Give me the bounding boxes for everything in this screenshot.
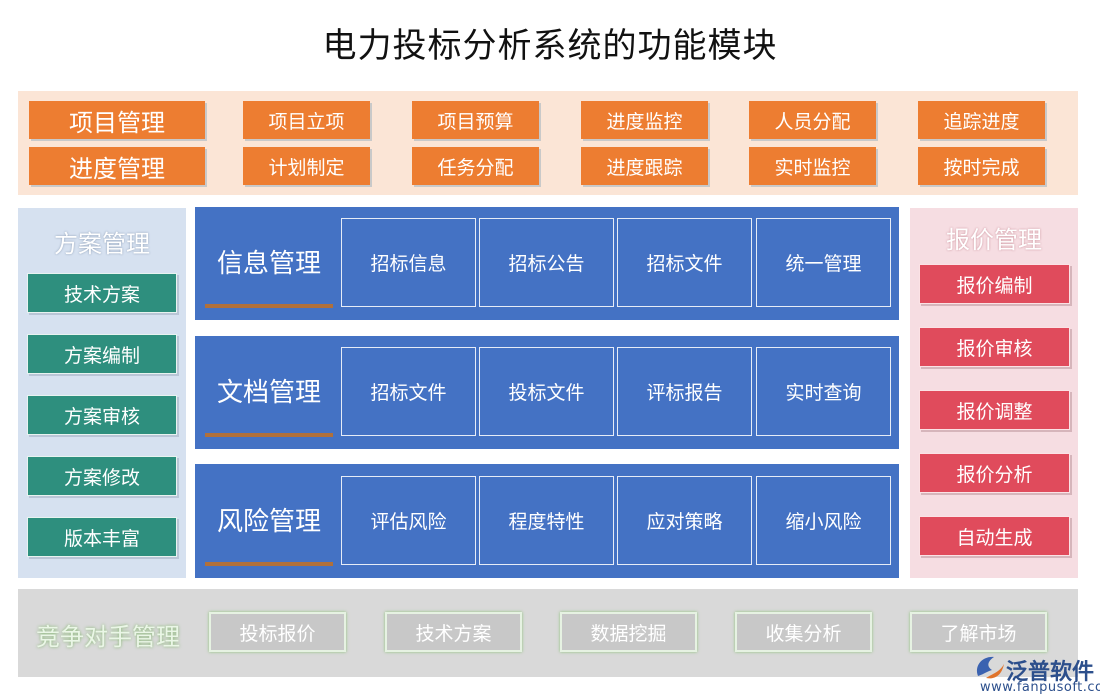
center-row-risk [195, 464, 899, 578]
left-item[interactable]: 方案编制 [27, 334, 177, 374]
center-cell[interactable]: 统一管理 [756, 218, 891, 307]
bottom-item[interactable]: 数据挖掘 [560, 612, 697, 652]
right-item[interactable]: 自动生成 [919, 516, 1070, 556]
center-cell[interactable]: 实时查询 [756, 347, 891, 436]
brand-logo: 泛普软件 www.fanpusoft.com [968, 652, 1100, 698]
bottom-item[interactable]: 收集分析 [735, 612, 872, 652]
left-item[interactable]: 技术方案 [27, 273, 177, 313]
logo-name: 泛普软件 [1006, 660, 1095, 685]
center-cell[interactable]: 评估风险 [341, 476, 476, 565]
center-cell[interactable]: 应对策略 [617, 476, 752, 565]
bottom-item[interactable]: 了解市场 [910, 612, 1047, 652]
module-progress-management[interactable]: 进度管理 [29, 147, 205, 185]
top-item[interactable]: 实时监控 [749, 147, 876, 185]
top-item[interactable]: 任务分配 [412, 147, 539, 185]
top-item[interactable]: 追踪进度 [918, 101, 1045, 139]
page-title: 电力投标分析系统的功能模块 [322, 26, 778, 66]
row-label-info[interactable]: 信息管理 [205, 218, 333, 308]
center-cell[interactable]: 评标报告 [617, 347, 752, 436]
module-project-management[interactable]: 项目管理 [29, 101, 205, 139]
center-cell[interactable]: 缩小风险 [756, 476, 891, 565]
left-panel-title: 方案管理 [54, 230, 150, 258]
top-item[interactable]: 进度跟踪 [581, 147, 708, 185]
left-item[interactable]: 版本丰富 [27, 517, 177, 557]
top-item[interactable]: 项目预算 [412, 101, 539, 139]
right-panel-title: 报价管理 [946, 226, 1042, 254]
left-panel [18, 208, 186, 578]
top-item[interactable]: 进度监控 [581, 101, 708, 139]
right-item[interactable]: 报价审核 [919, 327, 1070, 367]
left-item[interactable]: 方案修改 [27, 456, 177, 496]
center-row-doc [195, 336, 899, 449]
center-cell[interactable]: 招标公告 [479, 218, 614, 307]
center-cell[interactable]: 程度特性 [479, 476, 614, 565]
center-row-info [195, 207, 899, 320]
right-item[interactable]: 报价调整 [919, 390, 1070, 430]
right-item[interactable]: 报价编制 [919, 264, 1070, 304]
left-item[interactable]: 方案审核 [27, 395, 177, 435]
row-label-doc[interactable]: 文档管理 [205, 347, 333, 437]
row-label-risk[interactable]: 风险管理 [205, 476, 333, 566]
top-item[interactable]: 计划制定 [243, 147, 370, 185]
logo-icon [976, 656, 1004, 679]
logo-url: www.fanpusoft.com [980, 680, 1100, 695]
bottom-title: 竞争对手管理 [36, 623, 180, 651]
top-item[interactable]: 按时完成 [918, 147, 1045, 185]
bottom-band [18, 589, 1078, 677]
bottom-item[interactable]: 技术方案 [385, 612, 522, 652]
center-cell[interactable]: 招标文件 [341, 347, 476, 436]
right-item[interactable]: 报价分析 [919, 453, 1070, 493]
top-item[interactable]: 人员分配 [749, 101, 876, 139]
center-cell[interactable]: 投标文件 [479, 347, 614, 436]
top-item[interactable]: 项目立项 [243, 101, 370, 139]
bottom-item[interactable]: 投标报价 [209, 612, 346, 652]
center-cell[interactable]: 招标信息 [341, 218, 476, 307]
center-cell[interactable]: 招标文件 [617, 218, 752, 307]
